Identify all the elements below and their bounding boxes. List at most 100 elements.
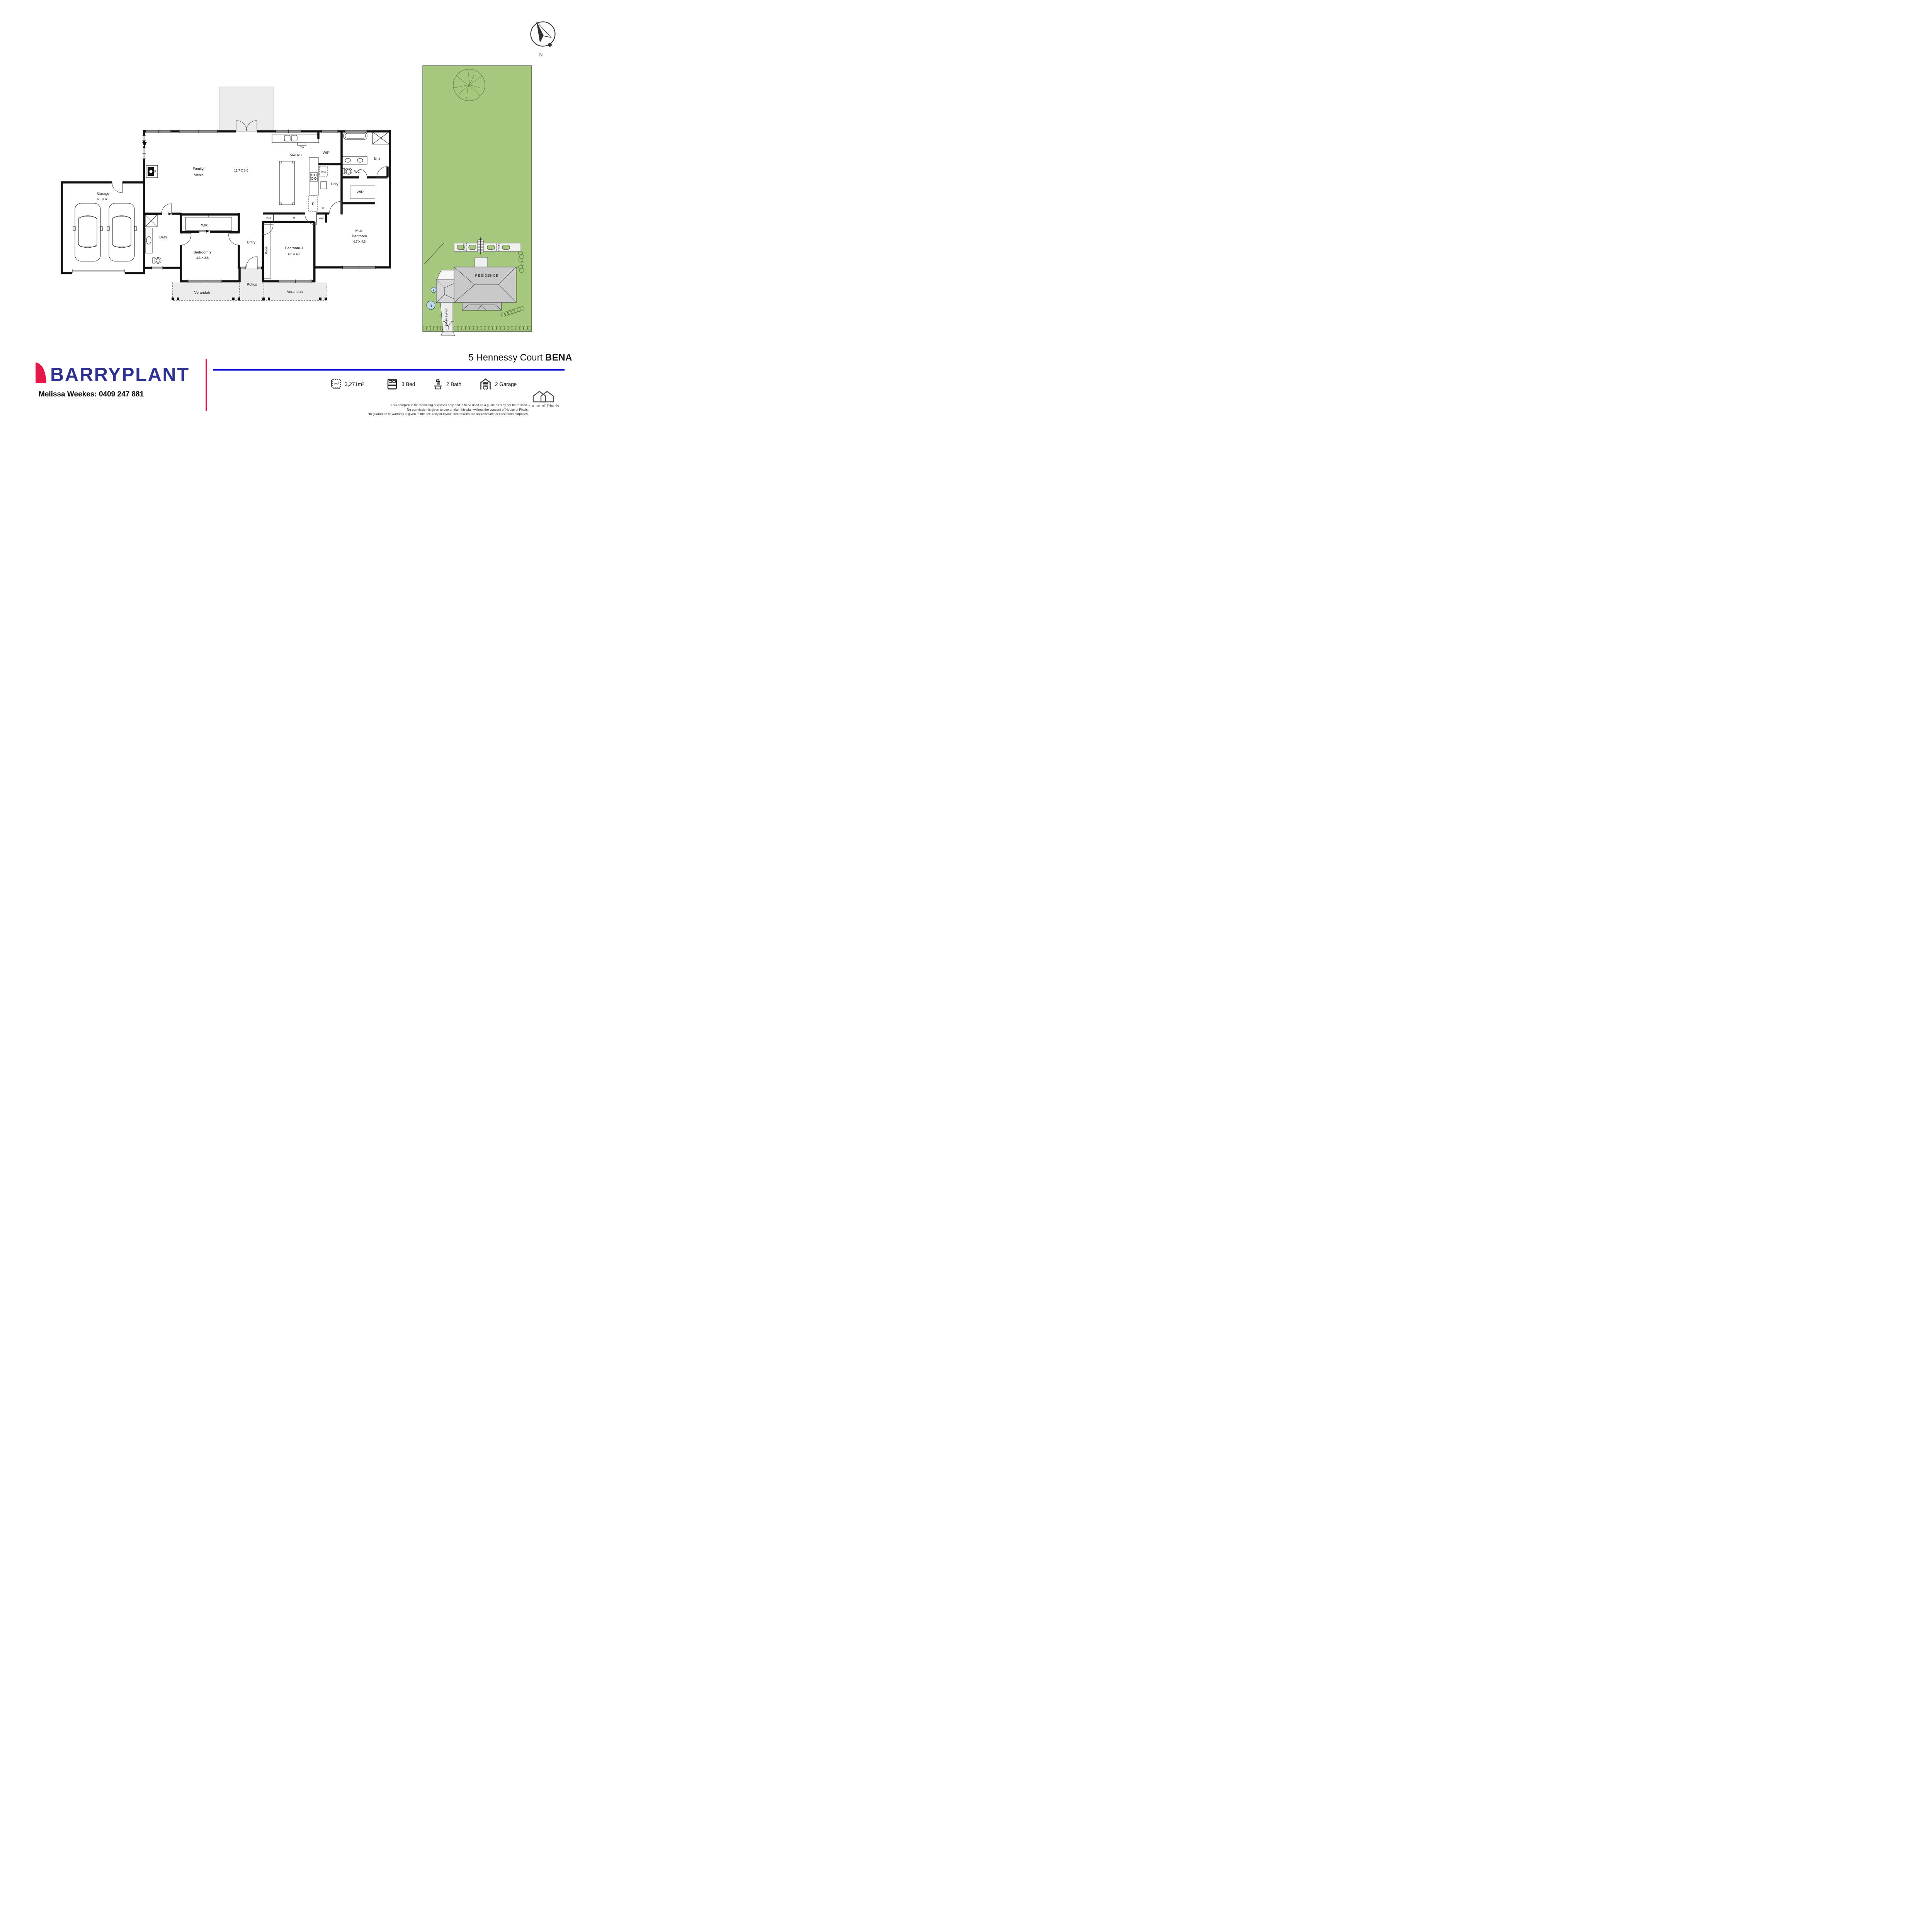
fixture-label-dw: DW xyxy=(300,146,304,149)
bedroom3-door xyxy=(263,224,274,235)
entry-arrow xyxy=(142,142,147,147)
room-label-bedroom3: Bedroom 3 xyxy=(285,246,303,250)
address-suburb: BENA xyxy=(545,352,572,363)
fixture-label-fp: FP xyxy=(154,170,157,173)
room-label-ldry: L'dry xyxy=(331,182,338,186)
residence-label: RESIDENCE xyxy=(475,274,498,277)
barryplant-wordmark: BARRYPLANT xyxy=(50,364,190,385)
house-of-pixels-label: House of Pixels xyxy=(528,404,559,408)
store-label: S xyxy=(293,216,295,220)
gate xyxy=(443,321,454,330)
room-label-family: Meals xyxy=(194,173,204,177)
room-label-verandah: Verandah xyxy=(194,291,210,295)
veggie-label: VEGGIE xyxy=(463,243,465,251)
room-label-main: Main xyxy=(355,229,364,233)
cooktop-icon xyxy=(310,172,318,182)
dishwasher-icon xyxy=(297,142,306,146)
room-label-robe: Robe xyxy=(264,247,268,255)
floorplan-page: VEGGIE GARDEN VEGGIE GARDEN xyxy=(0,0,597,422)
stat-bed: 3 Bed xyxy=(386,378,415,390)
house-outline-icon xyxy=(540,391,554,403)
void-dividers xyxy=(273,214,316,222)
wir-shelf xyxy=(185,217,232,231)
disclaimer-line: No guarantee or warranty is given to the… xyxy=(367,412,529,416)
stat-bath: 2 Bath xyxy=(433,378,461,390)
stat-bath-label: 2 Bath xyxy=(446,381,462,387)
garage-entry-door xyxy=(112,182,123,193)
shower-icon xyxy=(145,214,158,227)
car-icon xyxy=(107,203,137,262)
vanity-icon xyxy=(145,228,153,253)
room-label-kitchen: Kitchen xyxy=(289,153,302,157)
stat-area-label: 3,271m² xyxy=(345,381,364,387)
room-label-ens: Ens xyxy=(374,156,381,161)
fixture-label-broom: Br xyxy=(321,206,325,209)
site-plan: VEGGIE GARDEN VEGGIE GARDEN xyxy=(422,65,532,336)
compass: N xyxy=(530,21,556,58)
house-of-pixels-logo: House of Pixels xyxy=(528,391,559,408)
barryplant-logo: BARRYPLANT xyxy=(36,362,190,385)
flow-arrows xyxy=(142,142,209,233)
disclaimer-line: This floorplan is for marketing purposes… xyxy=(391,403,529,407)
laundry-fixtures xyxy=(308,166,328,212)
veggie-label: GARDEN xyxy=(498,243,500,252)
void-label: Void xyxy=(319,217,324,220)
water-tank-label: WT xyxy=(433,288,435,291)
veggie-garden: VEGGIE GARDEN VEGGIE GARDEN xyxy=(454,237,521,254)
stat-garage-label: 2 Garage xyxy=(495,381,517,387)
exterior-walls xyxy=(61,130,391,282)
fireplace-icon xyxy=(146,165,158,178)
disclaimer: This floorplan is for marketing purposes… xyxy=(309,403,529,417)
compass-north-label: N xyxy=(539,52,543,58)
residence-deck xyxy=(474,257,488,267)
area-icon-unit: m² xyxy=(334,382,339,386)
room-label-potico: Potico xyxy=(247,282,257,287)
room-label-wir-main: WIR xyxy=(357,190,364,194)
bathroom-fixtures xyxy=(145,214,162,264)
wc-door xyxy=(359,169,367,178)
water-tanks: WT WT xyxy=(426,287,437,310)
floorplan-labels: Garage 6.0 X 6.0 Family/ Meals 12.7 X 6.… xyxy=(97,146,380,295)
room-label-entry: Entry xyxy=(247,240,255,245)
room-dims-family: 12.7 X 6.0 xyxy=(234,169,248,172)
agent-phone: 0409 247 881 xyxy=(99,390,144,398)
room-label-wip: WIP xyxy=(323,151,330,155)
sink-icon xyxy=(284,135,291,141)
washing-machine-icon xyxy=(319,166,328,177)
verandah-posts xyxy=(172,298,327,300)
veggie-label: VEGGIE xyxy=(495,243,498,251)
garage-door xyxy=(72,269,125,273)
compass-needle-icon xyxy=(536,21,552,43)
verandah-outline xyxy=(172,282,327,301)
windows xyxy=(72,129,376,283)
veggie-label: GARDEN xyxy=(466,243,468,252)
plan-canvas: VEGGIE GARDEN VEGGIE GARDEN xyxy=(61,21,556,336)
deck-area xyxy=(219,87,274,132)
driveway-label: DRIVEWAY xyxy=(445,308,448,326)
fixture-label-wm: WM xyxy=(321,171,326,173)
vanity-icon xyxy=(341,156,367,165)
tree-icon xyxy=(453,69,485,101)
laundry-door xyxy=(329,201,342,214)
potico-area xyxy=(240,268,263,301)
toilet-icon xyxy=(152,257,155,264)
room-dims-main: 4.7 X 4.6 xyxy=(353,240,366,243)
bed-icon xyxy=(387,379,397,389)
room-label-bedroom2: Bedroom 2 xyxy=(194,250,211,255)
house-outline-icon xyxy=(532,391,546,403)
floorplan: Garage 6.0 X 6.0 Family/ Meals 12.7 X 6.… xyxy=(61,87,391,301)
disclaimer-line: No permission is given to use or alter t… xyxy=(407,407,529,412)
room-label-main: Bedroom xyxy=(352,234,367,238)
property-address: 5 Hennessy Court BENA xyxy=(255,352,572,363)
french-door xyxy=(236,120,247,132)
hedge-row xyxy=(423,251,532,330)
red-divider xyxy=(206,359,207,411)
room-dims-bedroom2: 4.5 X 3.5 xyxy=(196,256,209,260)
car-icon xyxy=(73,203,103,262)
barryplant-mark-icon xyxy=(36,362,46,383)
area-icon: m² xyxy=(331,379,341,389)
room-label-wc: WC xyxy=(354,170,360,173)
main-bedroom-door xyxy=(304,213,317,225)
doors xyxy=(112,120,388,268)
stat-garage: 2 Garage xyxy=(480,378,517,390)
